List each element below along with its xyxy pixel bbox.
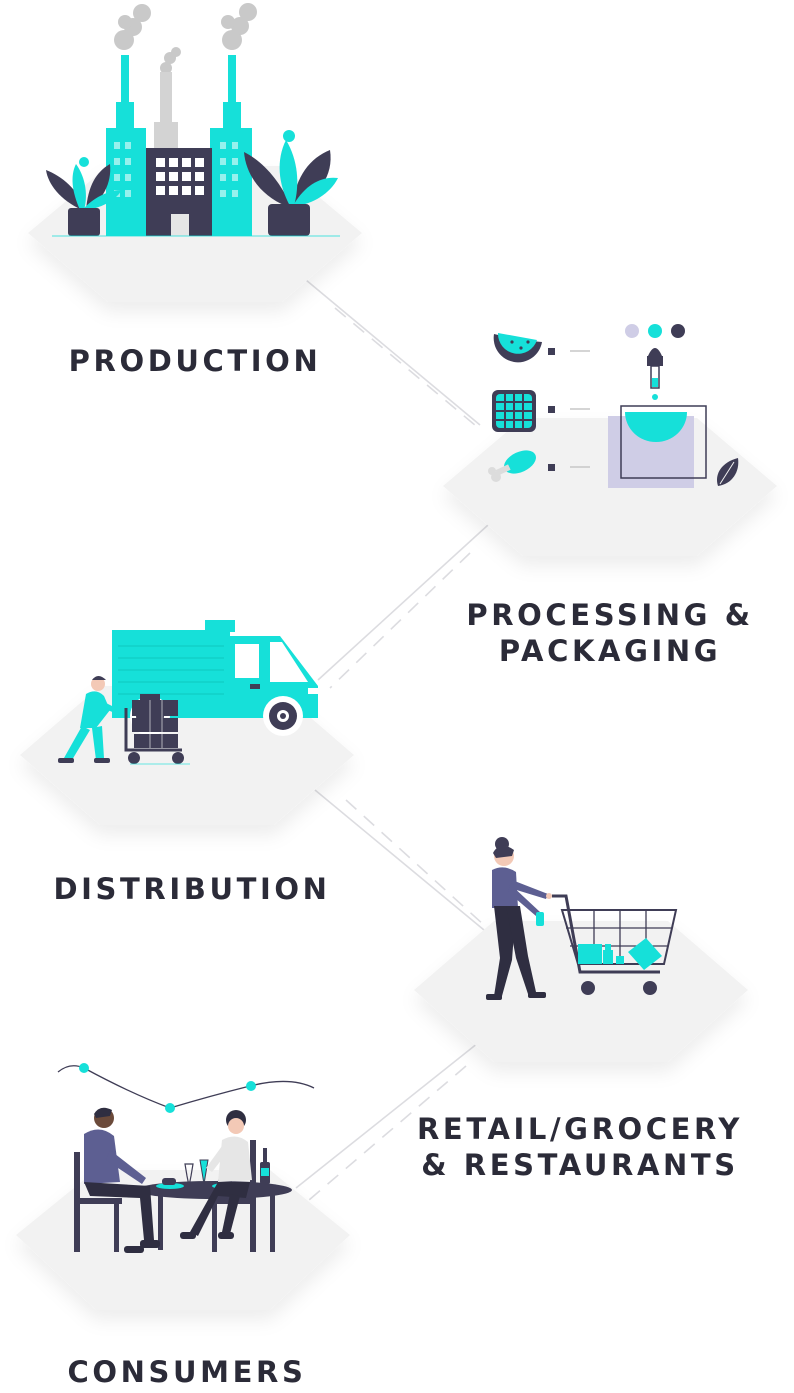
connector-processing-distribution	[317, 524, 489, 689]
plant-icon	[46, 157, 122, 236]
stage-label-line: PACKAGING	[498, 634, 722, 668]
shopper-illustration	[486, 837, 678, 1000]
stage-label-line: PRODUCTION	[68, 344, 322, 378]
processing-illustration	[488, 324, 739, 488]
stage-label-processing: PROCESSING & PACKAGING	[462, 597, 758, 669]
dropper-icon	[647, 348, 663, 400]
waffle-icon	[492, 390, 536, 432]
stage-label-retail: RETAIL/GROCERY & RESTAURANTS	[410, 1111, 750, 1183]
stage-label-distribution: DISTRIBUTION	[52, 871, 332, 907]
platform-retail	[414, 921, 748, 1062]
drumstick-icon	[488, 450, 536, 482]
watermelon-icon	[493, 333, 542, 363]
stage-label-line: PROCESSING &	[466, 598, 754, 632]
plant-icon	[244, 130, 338, 236]
stage-label-line: & RESTAURANTS	[421, 1148, 739, 1182]
wheel-icon	[263, 696, 303, 736]
factory-illustration	[46, 3, 340, 237]
woman-figure	[180, 1110, 252, 1239]
worker-figure	[58, 676, 124, 763]
man-figure	[84, 1107, 160, 1253]
diners-illustration	[57, 1063, 315, 1253]
shopping-cart-icon	[552, 894, 678, 995]
connector-production-processing	[299, 274, 483, 432]
stage-label-production: PRODUCTION	[66, 343, 324, 379]
stage-label-line: DISTRIBUTION	[53, 872, 331, 906]
platform-consumers	[16, 1170, 350, 1310]
stage-label-line: RETAIL/GROCERY	[417, 1112, 743, 1146]
connectors	[295, 274, 489, 1201]
smoke-icon	[114, 3, 257, 74]
delivery-truck-illustration	[58, 620, 320, 765]
connector-distribution-retail	[314, 789, 485, 931]
connector-retail-consumers	[295, 1042, 479, 1201]
stage-label-line: CONSUMERS	[67, 1355, 307, 1389]
shopper-figure	[486, 837, 552, 1000]
stage-label-consumers: CONSUMERS	[64, 1354, 310, 1390]
